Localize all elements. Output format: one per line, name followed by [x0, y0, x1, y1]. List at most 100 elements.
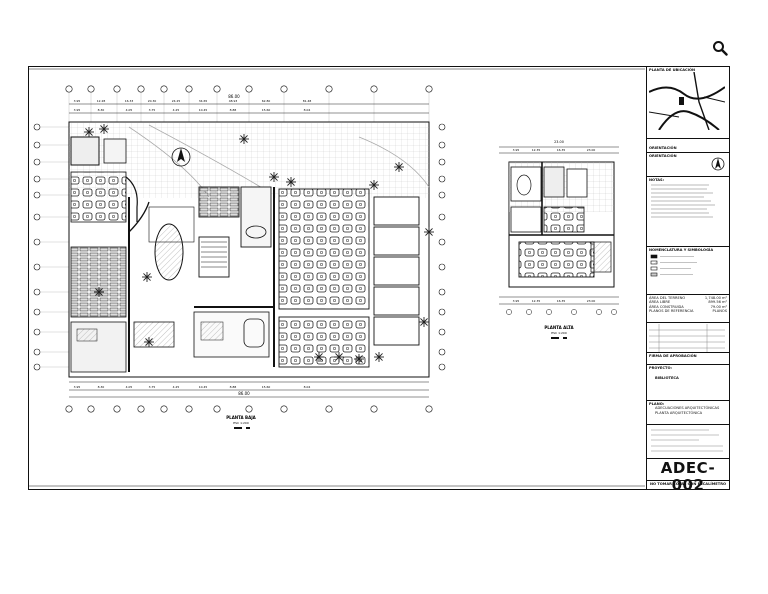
- axis-bubble: [33, 288, 41, 296]
- notes-box: NOTAS:: [647, 177, 729, 247]
- dimension-label: 8.88: [230, 385, 237, 389]
- dimension-label: 24.25: [172, 99, 181, 103]
- axis-bubble: [546, 309, 552, 315]
- axis-bubble: [33, 191, 41, 199]
- dimension-label: 16.33: [125, 99, 134, 103]
- tree-symbol: [239, 134, 249, 144]
- sheet-number-box: ADEC-002: [647, 459, 729, 489]
- dimension-label: 3.95: [513, 148, 520, 152]
- axis-bubble: [65, 405, 73, 413]
- tree-symbol: [424, 227, 434, 237]
- axis-bubble: [438, 191, 446, 199]
- axis-bubble: [87, 405, 95, 413]
- axis-bubble: [113, 85, 121, 93]
- upper-total-dimension: 23.00: [554, 140, 564, 144]
- dimension-label: 4.05: [126, 108, 133, 112]
- tree-symbol: [269, 172, 279, 182]
- axis-bubble: [438, 328, 446, 336]
- axis-bubble: [438, 158, 446, 166]
- axis-bubble: [33, 175, 41, 183]
- upper-dimension-labels: 3.953.9512.3512.3516.3516.3523.0023.0023…: [513, 140, 596, 303]
- axis-bubble: [160, 85, 168, 93]
- dimension-label: 20.30: [148, 99, 157, 103]
- dimension-label: 62.80: [262, 99, 271, 103]
- tree-symbol: [314, 352, 324, 362]
- upper-axis-grid: [506, 309, 617, 315]
- axis-bubble: [438, 288, 446, 296]
- axis-bubble: [245, 405, 253, 413]
- dimension-label: 8.30: [98, 385, 105, 389]
- axis-bubble: [113, 405, 121, 413]
- dimension-label: 4.25: [173, 385, 180, 389]
- axis-bubble: [33, 263, 41, 271]
- tree-symbol: [99, 124, 109, 134]
- axis-bubble: [438, 213, 446, 221]
- dimension-label: 16.35: [557, 299, 566, 303]
- axis-bubble: [33, 238, 41, 246]
- approval-title: FIRMA DE APROBACIÓN: [649, 354, 697, 358]
- dimension-label: 12.35: [532, 299, 541, 303]
- axis-bubble: [438, 175, 446, 183]
- dimension-label: 34.65: [199, 99, 208, 103]
- location-plan-title: PLANTA DE UBICACIÓN: [649, 68, 696, 72]
- tree-symbol: [334, 352, 344, 362]
- project-box: PROYECTO: BIBLIOTECA: [647, 365, 729, 401]
- location-map: [648, 72, 726, 132]
- credits-lines: [651, 429, 723, 452]
- orientation-title: ORIENTACIÓN: [649, 154, 677, 158]
- axis-bubble: [185, 85, 193, 93]
- dimension-label: 4.05: [126, 385, 133, 389]
- symbology-legend: [650, 255, 697, 277]
- nomenclature-title: NOMENCLATURA Y SIMBOLOGÍA: [649, 248, 714, 252]
- axis-bubble: [425, 405, 433, 413]
- axis-bubble: [33, 308, 41, 316]
- dimension-label: 23.00: [587, 299, 596, 303]
- dimension-label: 8.88: [230, 108, 237, 112]
- upper-plan-title: PLANTA ALTA: [544, 325, 574, 330]
- dimension-label: 12.35: [532, 148, 541, 152]
- dimension-label: 3.95: [513, 299, 520, 303]
- zoom-icon[interactable]: [712, 40, 728, 56]
- axis-bubble: [506, 309, 512, 315]
- axis-bubble: [33, 363, 41, 371]
- tree-symbol: [354, 354, 364, 364]
- approval-box: FIRMA DE APROBACIÓN: [647, 353, 729, 365]
- tree-symbol: [394, 162, 404, 172]
- axis-bubble: [213, 405, 221, 413]
- axis-bubble: [571, 309, 577, 315]
- axis-bubble: [325, 405, 333, 413]
- dimension-label: 12.28: [97, 99, 106, 103]
- axis-bubble: [65, 85, 73, 93]
- axis-bubble: [87, 85, 95, 93]
- orientation-box-top: ORIENTACIÓN: [647, 139, 729, 153]
- revision-grid: [649, 324, 725, 352]
- axis-bubble: [370, 85, 378, 93]
- dimension-label: 8.30: [98, 108, 105, 112]
- dimension-label: 4.25: [173, 108, 180, 112]
- plan-label: PLANO:: [649, 402, 665, 406]
- axis-bubble: [213, 85, 221, 93]
- dimension-label: 16.35: [557, 148, 566, 152]
- axis-bubble: [33, 158, 41, 166]
- orientation-label-top: ORIENTACIÓN: [649, 146, 677, 150]
- axis-bubble: [137, 85, 145, 93]
- landscape-trees: [84, 124, 434, 364]
- plan-name-box: PLANO: ADECUACIONES ARQUITECTÓNICAS PLAN…: [647, 401, 729, 425]
- axis-grid-left: [33, 123, 69, 371]
- dimension-label: 10.45: [199, 385, 208, 389]
- axis-bubble: [325, 85, 333, 93]
- axis-bubble: [438, 308, 446, 316]
- main-floor-plan: [68, 121, 430, 378]
- axis-bubble: [33, 123, 41, 131]
- dimension-label: 3.95: [74, 108, 81, 112]
- dimension-label: 8.04: [304, 108, 311, 112]
- axis-bubble: [245, 85, 253, 93]
- tree-symbol: [419, 317, 429, 327]
- notes-lines: [651, 185, 715, 218]
- project-label: PROYECTO:: [649, 366, 672, 370]
